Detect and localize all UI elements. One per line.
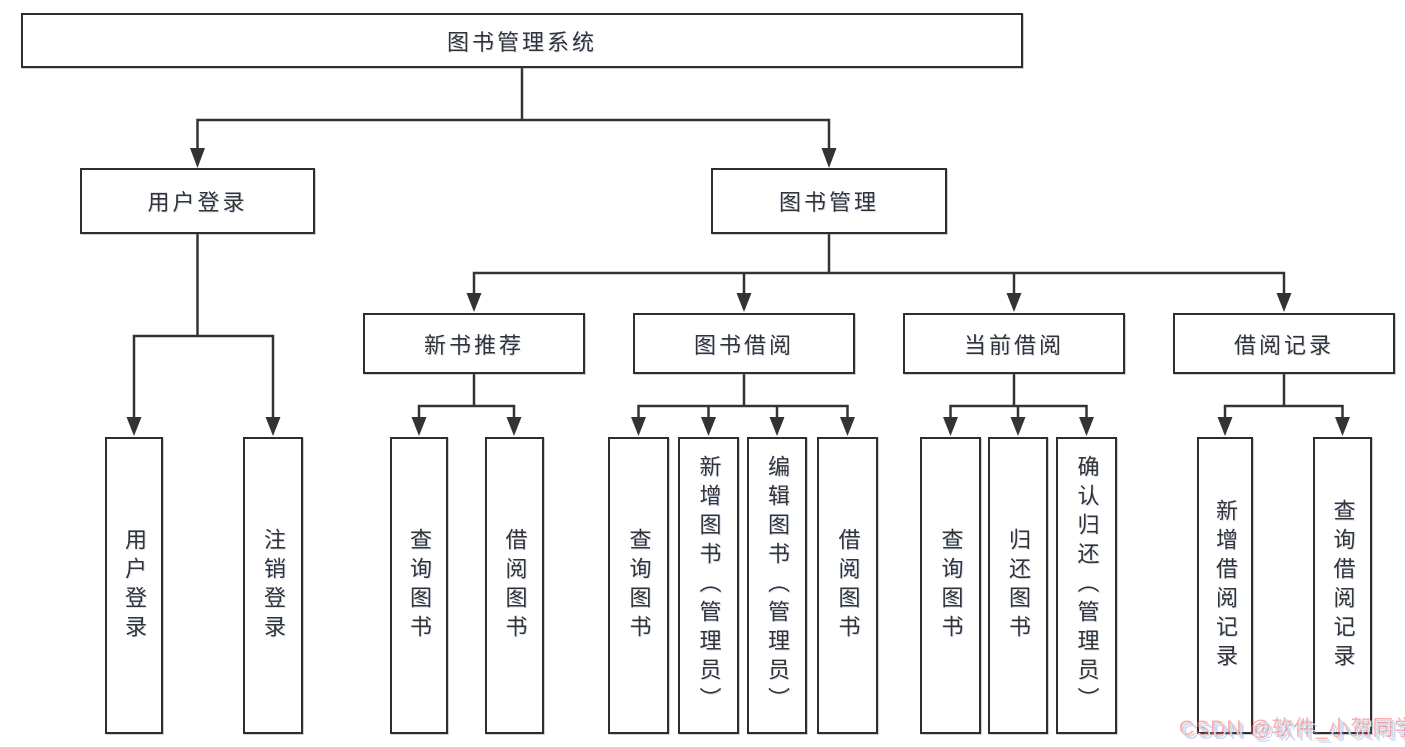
node-leaf-br-query-label: 查询借阅记录	[1330, 498, 1356, 673]
node-book-borrow-label: 图书借阅	[693, 332, 794, 358]
node-new-book-rec: 新书推荐	[363, 313, 585, 374]
edge-userlogin-branch	[132, 334, 275, 420]
node-leaf-bb-add: 新增图书（管理员）	[678, 437, 739, 734]
edge-rec-branch	[417, 404, 516, 420]
node-leaf-bb-edit: 编辑图书（管理员）	[747, 437, 807, 734]
node-leaf-bb-query-label: 查询图书	[626, 527, 652, 644]
node-root-label: 图书管理系统	[446, 29, 597, 55]
node-leaf-br-add: 新增借阅记录	[1197, 437, 1253, 734]
node-leaf-rec-borrow: 借阅图书	[485, 437, 544, 734]
node-current-borrow: 当前借阅	[903, 313, 1125, 374]
node-current-borrow-label: 当前借阅	[963, 332, 1064, 358]
edge-root-branch	[196, 118, 831, 151]
node-root: 图书管理系统	[21, 13, 1023, 68]
node-user-login: 用户登录	[80, 168, 315, 234]
node-book-mgmt: 图书管理	[711, 168, 947, 234]
node-new-book-rec-label: 新书推荐	[423, 332, 524, 358]
node-leaf-br-add-label: 新增借阅记录	[1213, 498, 1238, 673]
csdn-watermark: CSDN @软件_小贺同学	[1181, 719, 1405, 742]
node-leaf-bb-borrow: 借阅图书	[817, 437, 878, 734]
node-leaf-cb-return: 归还图书	[988, 437, 1048, 734]
node-user-login-label: 用户登录	[147, 190, 248, 215]
node-leaf-cb-return-label: 归还图书	[1006, 527, 1031, 644]
node-borrow-records: 借阅记录	[1173, 313, 1395, 374]
node-leaf-logout: 注销登录	[243, 437, 303, 734]
node-leaf-rec-borrow-label: 借阅图书	[502, 527, 528, 644]
edge-bookmgmt-branch	[472, 271, 1286, 296]
node-book-mgmt-label: 图书管理	[778, 190, 879, 215]
node-leaf-user-login-label: 用户登录	[122, 527, 147, 644]
node-leaf-logout-label: 注销登录	[261, 527, 286, 644]
node-leaf-rec-query-label: 查询图书	[407, 527, 432, 644]
node-leaf-bb-borrow-label: 借阅图书	[835, 527, 861, 644]
node-leaf-cb-query: 查询图书	[920, 437, 981, 734]
node-leaf-cb-query-label: 查询图书	[938, 527, 964, 644]
arrowheads	[126, 148, 1350, 436]
edge-records-branch	[1223, 404, 1344, 420]
node-leaf-bb-query: 查询图书	[608, 437, 669, 734]
node-leaf-cb-confirm-label: 确认归还（管理员）	[1074, 455, 1100, 716]
node-book-borrow: 图书借阅	[633, 313, 855, 374]
node-leaf-rec-query: 查询图书	[390, 437, 448, 734]
node-leaf-user-login: 用户登录	[105, 437, 163, 734]
node-leaf-bb-add-label: 新增图书（管理员）	[696, 455, 722, 716]
node-leaf-br-query: 查询借阅记录	[1313, 437, 1372, 734]
edge-borrow-branch	[637, 404, 849, 420]
node-borrow-records-label: 借阅记录	[1233, 332, 1334, 358]
node-leaf-cb-confirm: 确认归还（管理员）	[1056, 437, 1117, 734]
node-leaf-bb-edit-label: 编辑图书（管理员）	[765, 455, 790, 716]
